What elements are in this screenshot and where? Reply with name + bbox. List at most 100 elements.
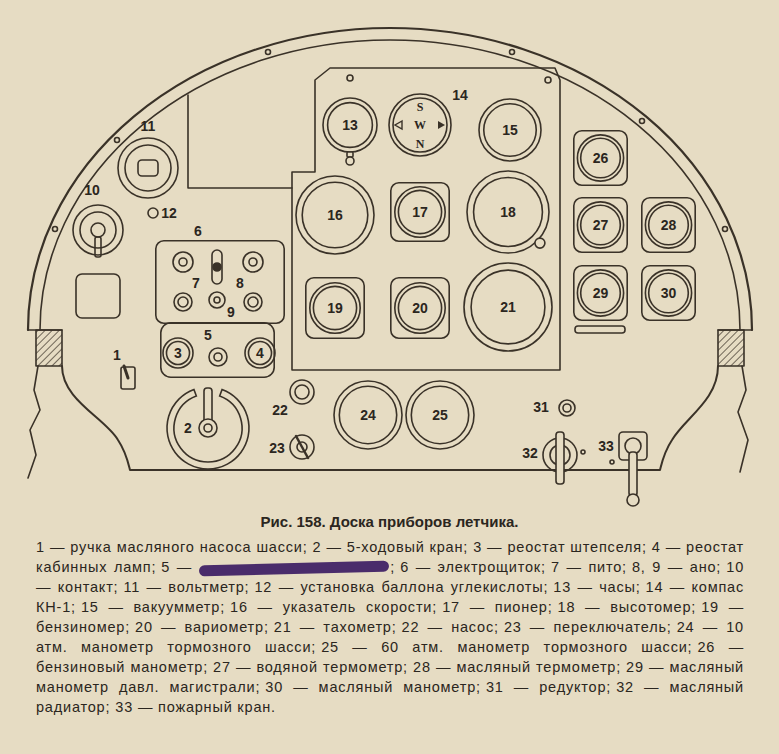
- mount-beam: [718, 330, 744, 366]
- gauge-dial: 24: [333, 380, 403, 450]
- reducer: [563, 404, 571, 412]
- bezel: [306, 278, 364, 338]
- instrument-outline: [391, 278, 449, 338]
- bezel: [393, 98, 447, 152]
- bezel: [398, 286, 441, 329]
- bezel: [296, 176, 374, 254]
- placard: [575, 326, 625, 333]
- callout-number: 9: [227, 305, 235, 319]
- bezel: [328, 103, 373, 148]
- key-entry: 7 — пито;: [551, 559, 627, 575]
- instrument-number: 24: [360, 408, 376, 422]
- instrument-plate: [292, 68, 560, 370]
- gauge-dial: 30: [641, 265, 696, 321]
- rheostat-knob: 4: [244, 337, 276, 369]
- torn-paper-edge: [28, 366, 40, 478]
- panel-divider: [188, 95, 292, 188]
- callout-number: 12: [161, 206, 177, 220]
- key-entry: 23 — переключатель;: [504, 619, 672, 635]
- switch: [178, 297, 188, 307]
- gauge-dial: 19: [305, 277, 365, 339]
- bezel: [581, 205, 621, 245]
- switch: [248, 297, 258, 307]
- screw: [610, 460, 614, 464]
- gauge-dial: 28: [641, 197, 696, 253]
- key-entry: 13 — часы;: [553, 579, 640, 595]
- instrument-number: 13: [342, 118, 358, 132]
- panel-outline: [28, 28, 752, 330]
- compass-mark: [438, 121, 445, 129]
- key-entry: 28 — масляный термометр;: [413, 659, 621, 675]
- bezel: [474, 178, 543, 247]
- callout-number: 14: [452, 88, 468, 102]
- ink-blot: [199, 560, 389, 576]
- rivet: [510, 50, 515, 55]
- callout-number: 22: [272, 403, 288, 417]
- callout-number: 8: [236, 276, 244, 290]
- bezel: [642, 266, 695, 320]
- reducer: [559, 400, 575, 416]
- bezel: [649, 205, 689, 245]
- instrument-outline: [306, 278, 364, 338]
- bezel: [581, 138, 621, 178]
- panel-lower-outline: [62, 366, 718, 470]
- rivet: [53, 227, 58, 232]
- instrument-number: 26: [593, 151, 609, 165]
- bezel: [339, 386, 396, 443]
- instrument-number: 30: [661, 286, 677, 300]
- instrument-outline: [574, 266, 627, 320]
- bezel: [411, 386, 468, 443]
- instrument-number: 3: [174, 346, 182, 360]
- key-entry: 17 — пионер;: [442, 599, 552, 615]
- bezel: [395, 187, 445, 237]
- bezel: [248, 341, 271, 364]
- voltmeter: [125, 145, 171, 191]
- callout-number: 6: [194, 224, 202, 238]
- bezel: [391, 183, 449, 241]
- bezel: [313, 286, 356, 329]
- instrument-outline: [389, 94, 451, 156]
- pump: [295, 385, 309, 399]
- callout-number: S: [417, 101, 424, 113]
- bezel: [310, 283, 360, 333]
- co2-valve: [148, 208, 158, 218]
- contact-switch: [73, 205, 123, 255]
- key-entry: 8, 9 — ано;: [632, 559, 721, 575]
- instrument-number: 27: [593, 218, 609, 232]
- gauge-dial: 26: [573, 130, 628, 186]
- rivet: [640, 119, 645, 124]
- bezel: [398, 190, 441, 233]
- blank-plate: [76, 274, 120, 318]
- gauge-dial: 16: [295, 175, 375, 255]
- key-entry: 15 — вакуумметр;: [81, 599, 225, 615]
- bezel: [484, 104, 536, 156]
- instrument-outline: [245, 338, 275, 368]
- instrument-outline: [574, 131, 627, 185]
- instrument-outline: [156, 241, 284, 323]
- bezel: [471, 270, 545, 344]
- callout-number: 31: [533, 400, 549, 414]
- key-entry: 2 — 5-ходовый кран;: [313, 539, 469, 555]
- bezel: [406, 381, 474, 449]
- plug: [209, 348, 227, 366]
- bezel: [395, 283, 445, 333]
- bezel: [577, 202, 623, 248]
- clock-dial: 13: [322, 97, 378, 153]
- screw: [347, 75, 353, 81]
- callout-number: 1: [113, 348, 121, 362]
- contact-switch: [91, 223, 105, 237]
- instrument-number: 19: [327, 301, 343, 315]
- selector-switch: [290, 435, 314, 459]
- instrument-number: 25: [432, 408, 448, 422]
- instrument-outline: [642, 266, 695, 320]
- bezel: [577, 270, 623, 316]
- torn-paper-edge: [738, 366, 748, 472]
- figure-caption: Рис. 158. Доска приборов летчика.: [0, 513, 779, 531]
- compass-dial: 14SWN: [388, 93, 452, 157]
- bezel: [166, 341, 189, 364]
- instrument-number: 17: [412, 205, 428, 219]
- instrument-number: 21: [500, 300, 516, 314]
- panel-border: [156, 241, 284, 323]
- voltmeter: [118, 138, 178, 198]
- callout-number: 23: [269, 441, 285, 455]
